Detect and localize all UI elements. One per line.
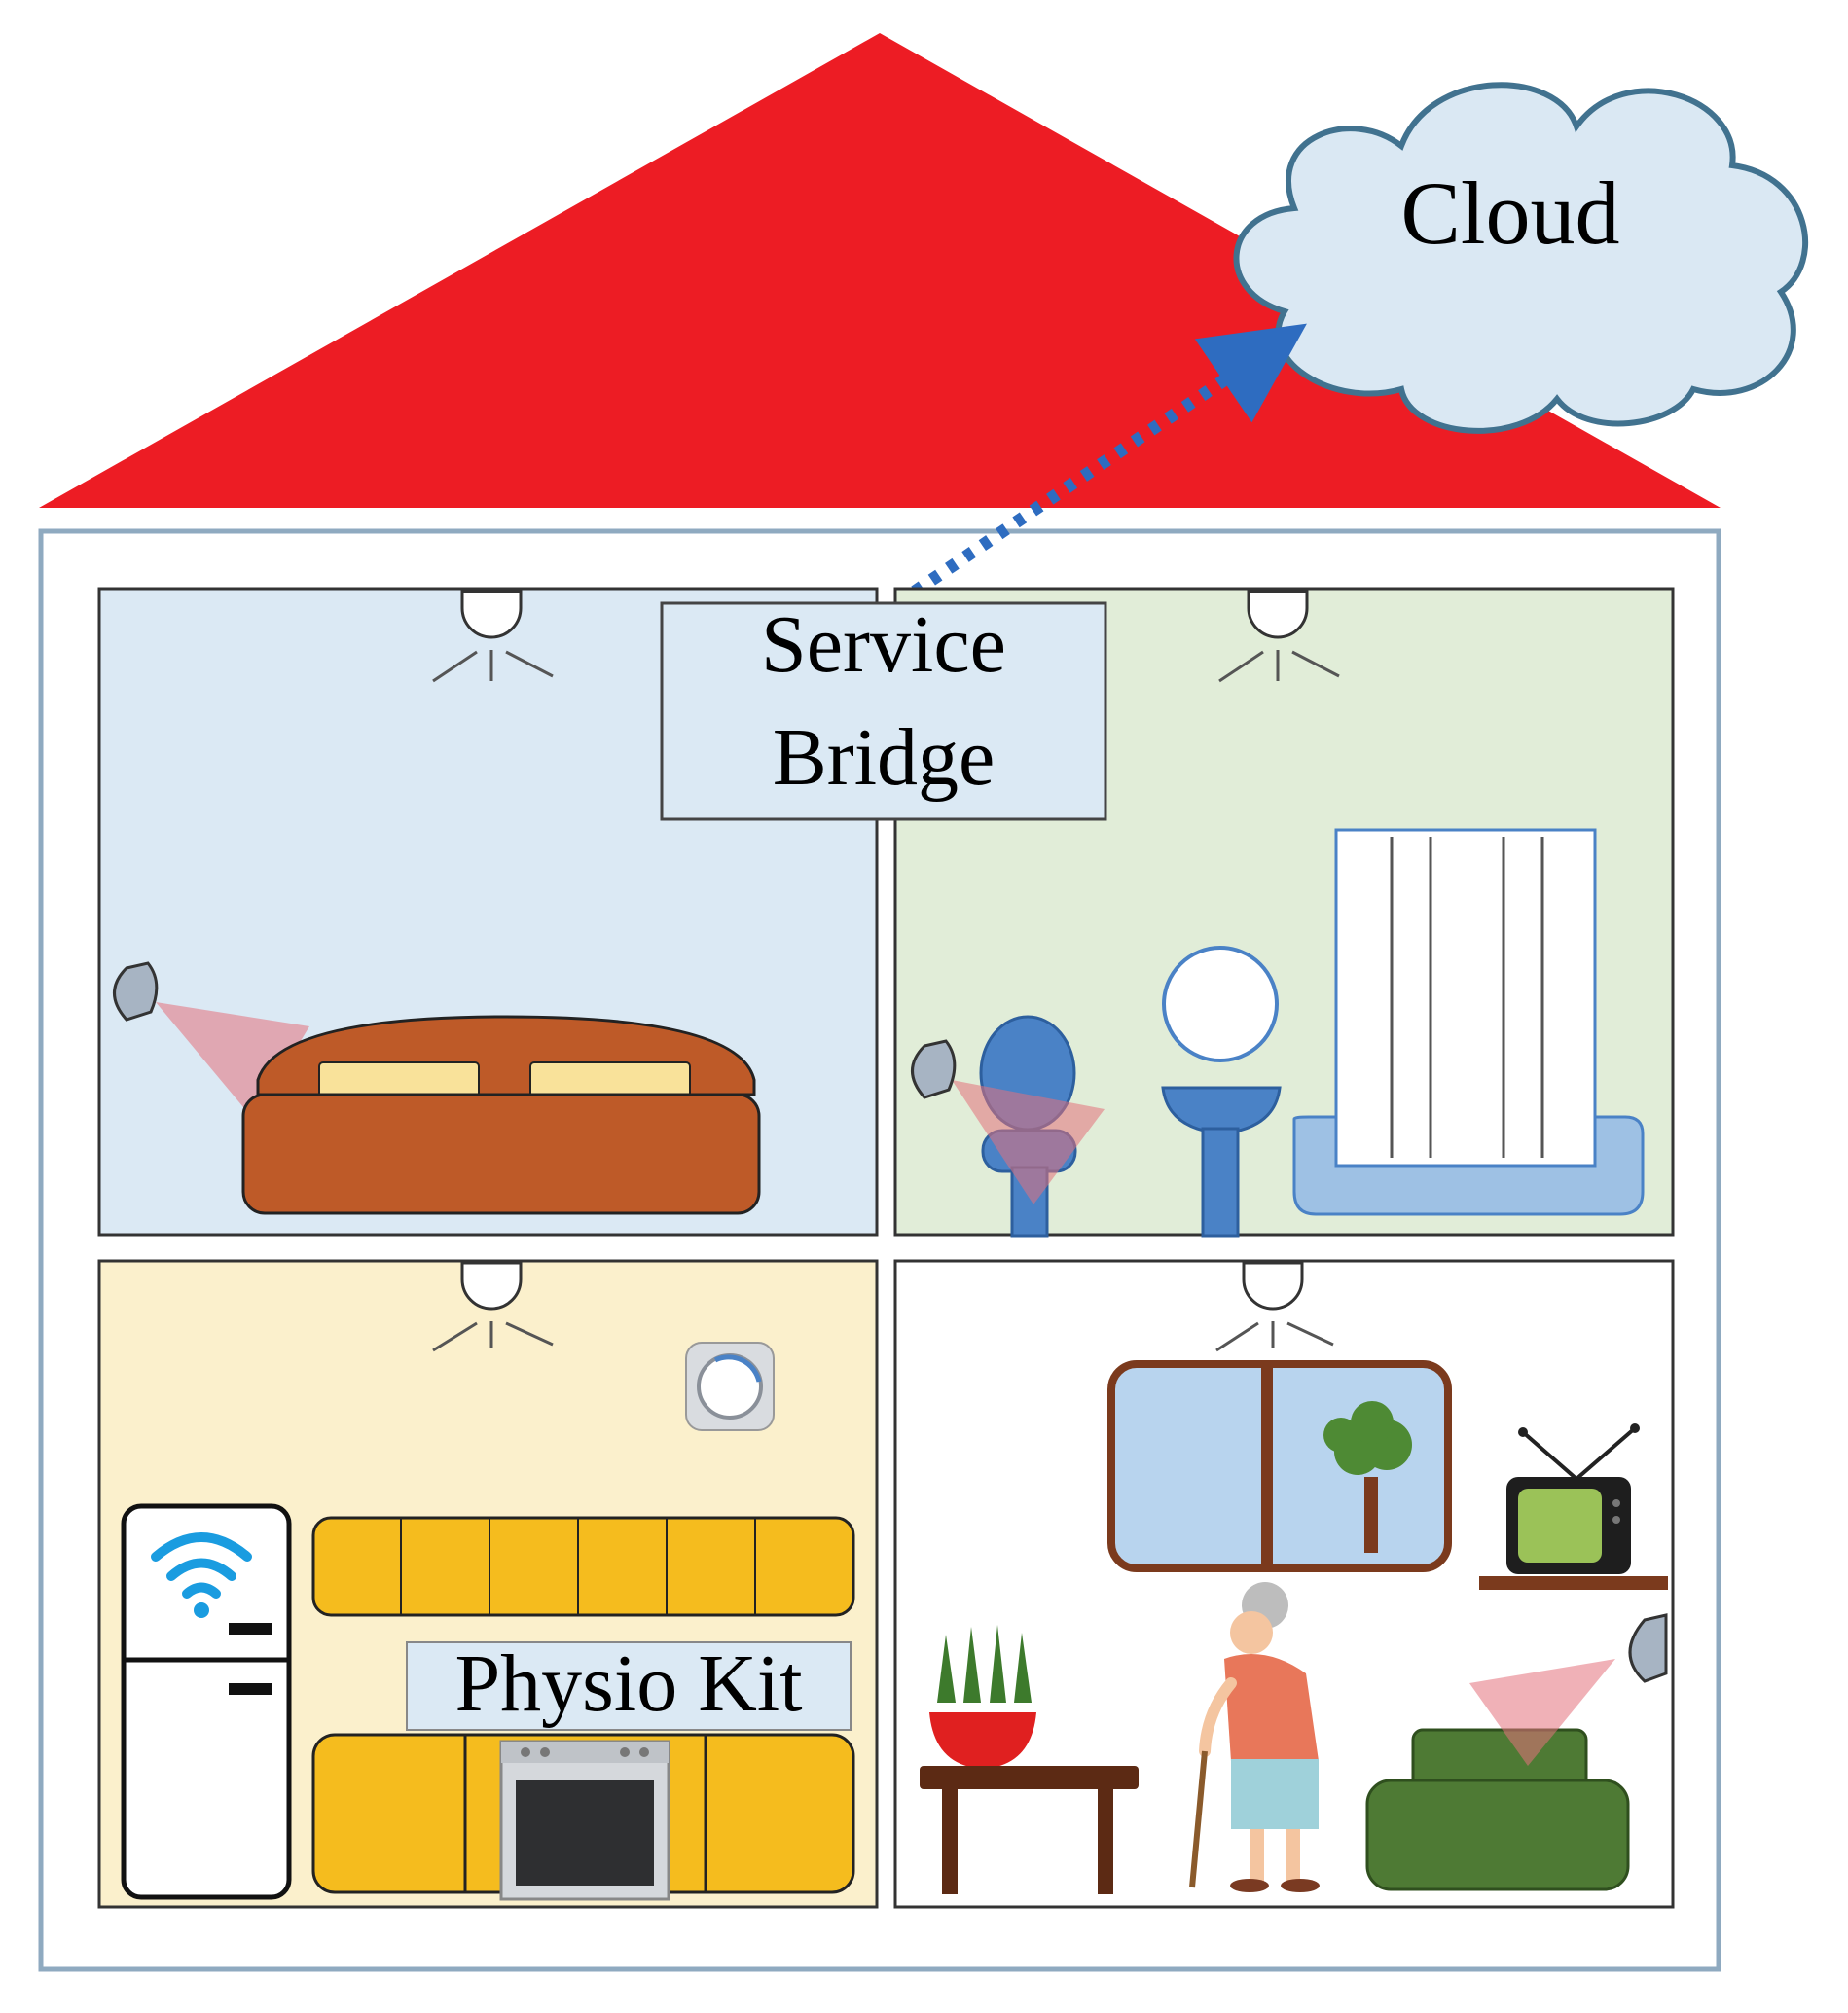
- wifi-icon: [151, 1532, 252, 1618]
- table-icon: [920, 1766, 1139, 1894]
- fridge-icon: [121, 1503, 292, 1900]
- physio-kit: Physio Kit: [406, 1638, 852, 1731]
- kitchen-cabinet-icon: [311, 1516, 855, 1617]
- oven-icon: [499, 1740, 670, 1901]
- ceiling-light-icon: [1215, 1261, 1334, 1352]
- shower-curtain-icon: [1334, 828, 1597, 1168]
- thermostat-icon: [685, 1342, 775, 1431]
- motion-sensor-icon: [911, 1039, 1105, 1204]
- service-bridge-label-line1: Service: [761, 599, 1006, 690]
- tv-icon: [1479, 1423, 1668, 1590]
- plant-icon: [929, 1625, 1036, 1769]
- ceiling-light-icon: [432, 590, 554, 683]
- cloud-bridge-link: [911, 323, 1307, 597]
- cloud: Cloud: [1233, 82, 1809, 434]
- service-bridge-label-line2: Bridge: [773, 712, 996, 803]
- sink-icon: [1161, 1086, 1282, 1238]
- ceiling-light-icon: [432, 1261, 554, 1352]
- cloud-label: Cloud: [1401, 163, 1620, 263]
- service-bridge: Service Bridge: [660, 599, 1107, 821]
- ceiling-light-icon: [1218, 590, 1340, 683]
- bed-icon: [241, 1015, 761, 1215]
- physio-kit-label: Physio Kit: [454, 1638, 802, 1729]
- elderly-person-icon: [1189, 1582, 1320, 1892]
- motion-sensor-icon: [113, 961, 309, 1119]
- bathtub-icon: [1292, 1115, 1645, 1216]
- mirror-icon: [1162, 946, 1279, 1062]
- tree-icon: [1323, 1401, 1412, 1553]
- motion-sensor-icon: [1469, 1613, 1668, 1766]
